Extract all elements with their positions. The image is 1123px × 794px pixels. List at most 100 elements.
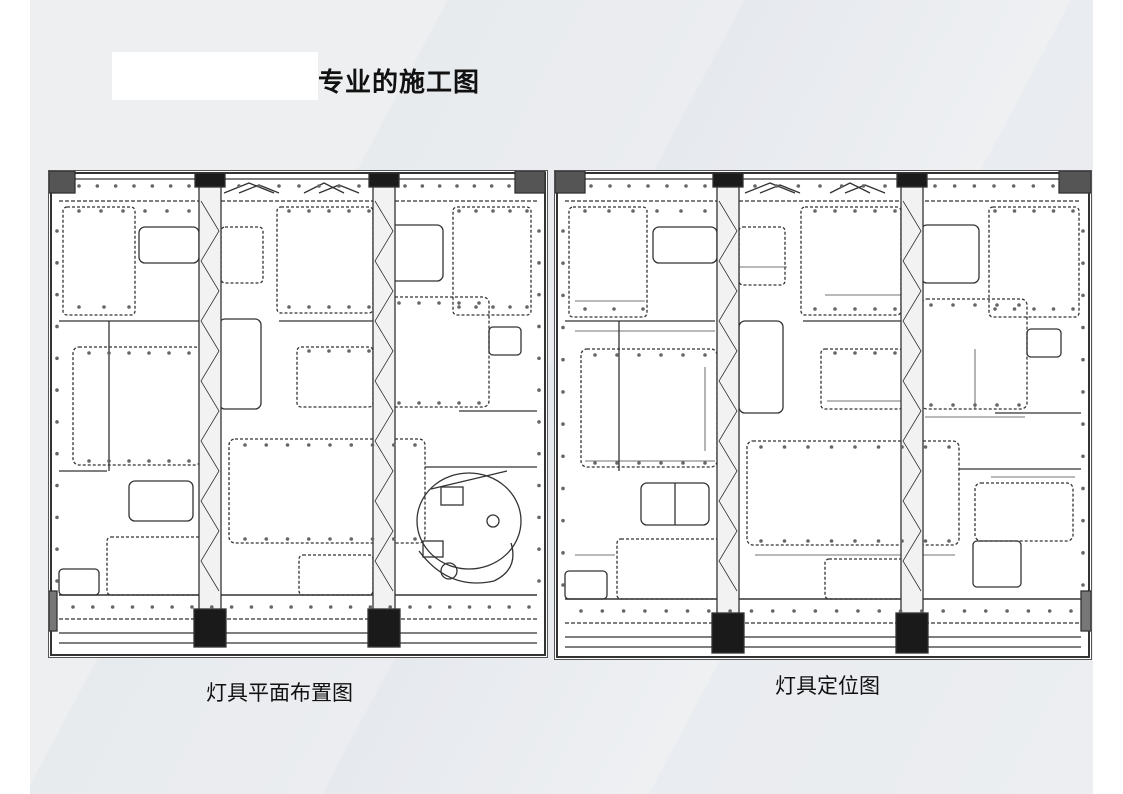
- downlight-icon: [55, 261, 59, 265]
- downlight-icon: [287, 209, 291, 213]
- downlight-icon: [368, 605, 373, 609]
- downlight-icon: [853, 351, 857, 355]
- downlight-icon: [753, 184, 757, 188]
- downlight-icon: [307, 349, 311, 353]
- downlight-icon: [327, 349, 331, 353]
- downlight-icon: [818, 184, 822, 188]
- downlight-icon: [992, 184, 996, 188]
- downlight-icon: [537, 356, 541, 361]
- downlight-icon: [507, 605, 511, 609]
- downlight-icon: [347, 349, 351, 353]
- downlight-icon: [55, 324, 59, 329]
- downlight-icon: [893, 351, 897, 355]
- downlight-icon: [900, 445, 904, 449]
- downlight-icon: [229, 605, 234, 609]
- downlight-icon: [607, 209, 611, 213]
- downlight-icon: [1069, 609, 1073, 613]
- downlight-icon: [873, 307, 877, 311]
- downlight-icon: [55, 547, 59, 551]
- downlight-icon: [243, 443, 247, 447]
- downlight-icon: [428, 605, 432, 609]
- downlight-icon: [770, 609, 775, 613]
- downlight-icon: [264, 537, 269, 541]
- downlight-icon: [664, 609, 669, 613]
- downlight-icon: [1081, 551, 1085, 555]
- downlight-icon: [349, 537, 354, 541]
- downlight-icon: [637, 353, 641, 357]
- downlight-icon: [110, 605, 115, 609]
- downlight-icon: [829, 445, 834, 449]
- downlight-icon: [99, 209, 103, 213]
- downlight-icon: [898, 609, 903, 613]
- downlight-icon: [1017, 303, 1021, 307]
- downlight-icon: [537, 515, 541, 520]
- downlight-icon: [55, 356, 59, 361]
- downlight-icon: [167, 459, 171, 463]
- downlight-icon: [703, 461, 707, 465]
- downlight-icon: [952, 184, 957, 188]
- downlight-icon: [684, 184, 688, 188]
- downlight-icon: [87, 459, 91, 463]
- downlight-icon: [561, 518, 565, 523]
- downlight-icon: [600, 609, 605, 613]
- downlight-icon: [1081, 486, 1085, 491]
- downlight-icon: [637, 461, 641, 465]
- downlight-icon: [77, 305, 81, 309]
- downlight-icon: [1081, 422, 1085, 426]
- downlight-icon: [277, 184, 281, 188]
- downlight-icon: [537, 292, 541, 297]
- downlight-icon: [537, 324, 541, 329]
- downlight-icon: [537, 261, 541, 265]
- downlight-icon: [525, 209, 529, 213]
- downlight-icon: [1012, 307, 1017, 311]
- downlight-icon: [457, 305, 461, 309]
- downlight-icon: [391, 537, 396, 541]
- downlight-icon: [420, 184, 425, 188]
- downlight-icon: [367, 209, 371, 213]
- downlight-icon: [489, 184, 494, 188]
- downlight-icon: [347, 305, 351, 309]
- downlight-icon: [631, 209, 635, 213]
- downlight-icon: [130, 605, 135, 609]
- downlight-icon: [853, 307, 857, 311]
- downlight-icon: [813, 609, 818, 613]
- downlight-icon: [477, 401, 481, 405]
- downlight-icon: [285, 537, 290, 541]
- downlight-icon: [782, 445, 787, 449]
- downlight-icon: [829, 539, 834, 543]
- downlight-icon: [55, 388, 59, 392]
- downlight-icon: [813, 307, 817, 311]
- page-title: 专业的施工图: [318, 68, 481, 98]
- downlight-icon: [95, 184, 100, 188]
- downlight-icon: [876, 445, 881, 449]
- downlight-icon: [923, 539, 928, 543]
- downlight-icon: [328, 443, 332, 447]
- downlight-icon: [947, 445, 951, 449]
- downlight-icon: [853, 445, 857, 449]
- downlight-icon: [873, 351, 877, 355]
- downlight-icon: [951, 303, 955, 307]
- downlight-icon: [792, 609, 796, 613]
- downlight-icon: [579, 609, 583, 613]
- downlight-icon: [853, 539, 857, 543]
- downlight-icon: [147, 351, 151, 355]
- downlight-icon: [327, 209, 331, 213]
- downlight-icon: [681, 461, 685, 465]
- downlight-icon: [659, 353, 663, 357]
- downlight-icon: [537, 420, 541, 424]
- downlight-icon: [77, 209, 81, 213]
- downlight-icon: [833, 307, 837, 311]
- downlight-icon: [437, 401, 441, 405]
- downlight-icon: [813, 209, 817, 213]
- downlight-icon: [55, 483, 59, 488]
- downlight-icon: [612, 307, 616, 311]
- downlight-icon: [437, 301, 441, 305]
- downlight-icon: [643, 609, 647, 613]
- downlight-icon: [477, 301, 481, 305]
- downlight-icon: [487, 605, 492, 609]
- downlight-icon: [1032, 307, 1036, 311]
- downlight-icon: [561, 293, 565, 298]
- downlight-icon: [537, 229, 541, 233]
- downlight-icon: [537, 579, 541, 583]
- downlight-icon: [834, 609, 839, 613]
